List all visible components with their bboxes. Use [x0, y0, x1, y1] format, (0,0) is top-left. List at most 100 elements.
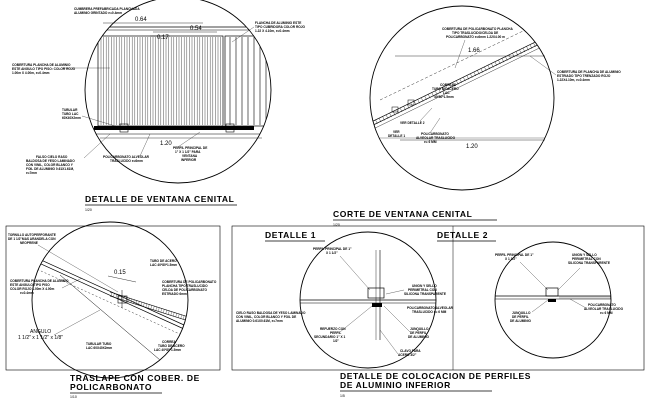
- frame-left: [5, 225, 221, 371]
- detail-b-dim-166: 1.66: [468, 48, 480, 54]
- hatch-line: [456, 80, 459, 85]
- hatch-line: [449, 83, 452, 89]
- detail-a-title: DETALLE DE VENTANA CENITAL: [85, 194, 234, 204]
- hatch-line: [163, 308, 165, 314]
- detail-b-note-ver-det2: VER DETALLE 2: [400, 121, 425, 125]
- hatch-line: [160, 308, 162, 313]
- detail-a-note-left: COBERTURA PLANCHA DE ALUMINIO ESTE ANGUL…: [12, 63, 76, 75]
- detail-d-scale: 1/5: [340, 394, 345, 398]
- detail-c-body: [32, 254, 194, 361]
- detail-b-circle: [369, 5, 555, 191]
- hatch-line: [452, 82, 455, 87]
- hatch-line: [540, 39, 543, 44]
- hatch-line: [191, 318, 192, 322]
- detail-d-note-policarb: POLICARBONATO ALVEOLAR TRASLUCIDO e= 6 M…: [407, 306, 454, 314]
- detail-a-note-tubular: TUBULAR TUBO LAC 60X40X2mm: [62, 108, 81, 120]
- hatch-line: [399, 107, 403, 112]
- detail-d2-circle: [494, 241, 612, 359]
- detail-b-note-flancha: COBERTURA DE PLANCHA DE ALUMINIO ESTRIAD…: [557, 70, 622, 82]
- detail-d-title: DETALLE DE COLOCACION DE PERFILES DE ALU…: [340, 371, 534, 390]
- detail-c-note-policarb: COBERTURA DE POLICARBONATO PLANCHA TIPO …: [162, 280, 217, 296]
- hatch-line: [193, 319, 194, 323]
- frame-right: [231, 225, 645, 371]
- hatch-line: [494, 61, 498, 66]
- hatch-line: [522, 47, 526, 53]
- detail-a-note-policarb: POLICARBONATO ALVEOLAR TRASLUCIDO e=6mm: [103, 155, 150, 163]
- hatch-line: [473, 71, 476, 77]
- hatch-line: [138, 300, 140, 305]
- hatch-line: [385, 114, 389, 119]
- hatch-line: [165, 309, 167, 314]
- detail-d-header-2: DETALLE 2: [437, 230, 488, 240]
- hatch-line: [403, 106, 406, 111]
- hatch-line: [183, 315, 185, 320]
- detail-a-circle: [84, 0, 272, 184]
- hatch-line: [158, 307, 160, 312]
- detail-a-note-top-right: FLANCHA DE ALUMINIO ESTE TIPO CUBRIDORA …: [255, 21, 306, 33]
- hatch-line: [128, 297, 130, 302]
- detail-d-note-cielo: CIELO RASO BALDOSA DE YESO LAMINADO CON …: [236, 311, 306, 323]
- detail-d-note-clavo: CLAVO PARA ACERO 3/2": [398, 349, 421, 357]
- hatch-line: [533, 42, 536, 47]
- hatch-line: [123, 296, 125, 301]
- detail-c-note-tubo: TUBO DE ACERO LAC 40*80*1.5mm: [150, 259, 178, 267]
- detail-c-group: 0.15 TORNILLO AUTOPERFORANTE DE 1 1/2"MA…: [8, 221, 217, 399]
- detail-b-note-ver-det1: VER DETALLE 1: [388, 130, 405, 138]
- hatch-line: [477, 70, 480, 75]
- hatch-line: [180, 314, 182, 319]
- detail-d2-body: [495, 287, 611, 302]
- detail-d-note-policarb2: POLICARBONATO ALVEOLAR TRASLUCIDO e= 6 M…: [584, 303, 624, 315]
- hatch-line: [424, 95, 427, 101]
- hatch-line: [417, 99, 420, 104]
- hatch-line: [484, 66, 487, 71]
- hatch-line: [178, 313, 180, 318]
- hatch-line: [170, 311, 172, 316]
- hatch-line: [508, 54, 512, 59]
- hatch-line: [135, 300, 138, 305]
- detail-d-group: DETALLE 1 DETALLE 2 PERFIL PRINCIPAL DE …: [236, 230, 624, 398]
- detail-c-scale: 1/10: [70, 395, 77, 399]
- hatch-line: [110, 291, 113, 297]
- hatch-line: [487, 65, 491, 70]
- hatch-line: [168, 310, 170, 315]
- detail-b-note-policarb-top: COBERTURA DE POLICARBONATO PLANCHA TIPO …: [442, 27, 514, 39]
- hatch-line: [491, 63, 494, 68]
- hatch-line: [145, 303, 148, 308]
- detail-c-dim-015: 0.15: [114, 270, 126, 276]
- detail-c-note-aluminio: COBERTURA PLANCHA DE ALUMINIO ESTE ANGUL…: [10, 279, 69, 295]
- hatch-line: [155, 306, 157, 311]
- hatch-line: [519, 49, 522, 54]
- hatch-line: [406, 104, 410, 109]
- detail-d-header-1: DETALLE 1: [265, 230, 316, 240]
- detail-a-note-cap: CUMBRERA PREFABRICADA PLANCHADA ALUMINIO…: [74, 7, 140, 15]
- detail-d-note-junquillo2: JUNQUILLO DE PERFIL DE ALUMINIO: [510, 311, 531, 323]
- hatch-line: [558, 31, 560, 35]
- hatch-line: [118, 294, 120, 299]
- hatch-line: [463, 77, 466, 82]
- detail-c-note-angulo: ANGULO 1 1/2" x 1 1/2" x 1/8": [18, 329, 63, 341]
- hatch-line: [421, 97, 424, 102]
- hatch-line: [526, 46, 529, 51]
- detail-d-note-union2: UNION Y SELLO PERIMETRAL CON SILICONA TR…: [568, 253, 610, 265]
- detail-a-note-perfil: PERFIL PRINCIPAL DE 1" X 1 1/2" PARA VEN…: [173, 146, 208, 162]
- detail-a-dim-017: 0.17: [157, 35, 169, 41]
- detail-a-scale: 1/20: [85, 208, 92, 212]
- detail-c-note-tornillo: TORNILLO AUTOPERFORANTE DE 1 1/2"MAS ARA…: [8, 233, 57, 245]
- hatch-line: [470, 73, 473, 78]
- hatch-line: [378, 118, 382, 123]
- hatch-line: [133, 299, 135, 304]
- detail-a-dim-054: 0.54: [190, 26, 202, 32]
- detail-a-note-cielo: FALSO CIELO RASO BALDOSA DE YESO LAMINAD…: [26, 155, 76, 175]
- hatch-line: [140, 301, 143, 306]
- hatch-line: [175, 313, 177, 318]
- hatch-line: [413, 100, 417, 106]
- hatch-line: [148, 304, 150, 309]
- detail-b-title: CORTE DE VENTANA CENITAL: [333, 209, 472, 219]
- detail-d-note-refuerzo: REFUERZO CON PERFIL SECUNDARIO 1" X 1 1/…: [314, 327, 346, 343]
- hatch-line: [396, 109, 399, 114]
- detail-a-dim-120: 1.20: [160, 141, 172, 147]
- hatch-line: [435, 90, 438, 95]
- hatch-line: [543, 37, 547, 42]
- hatch-line: [365, 125, 367, 129]
